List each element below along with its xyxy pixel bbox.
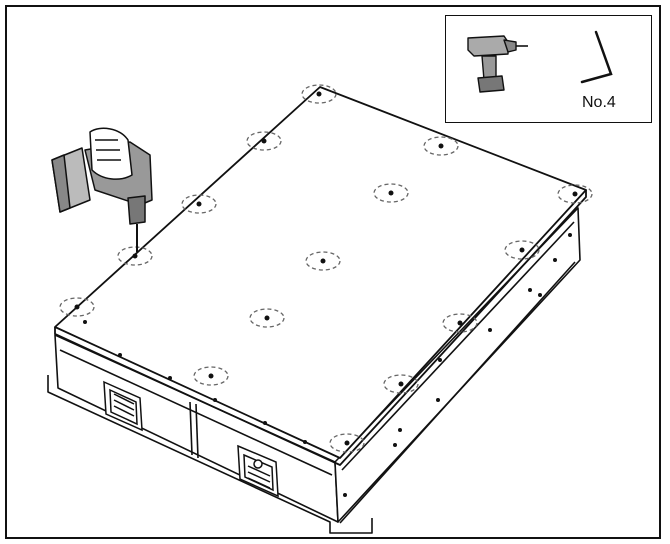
- screw-marker: [246, 131, 282, 151]
- screw-marker: [301, 84, 337, 104]
- screw-marker: [193, 366, 229, 386]
- screw-marker: [557, 184, 593, 204]
- screw-marker: [305, 251, 341, 271]
- edge-fasteners: [83, 233, 572, 497]
- screw-marker: [504, 240, 540, 260]
- tools-svg: [467, 30, 613, 93]
- screw-marker: [249, 308, 285, 328]
- screw-marker: [383, 374, 419, 394]
- screw-marker: [423, 136, 459, 156]
- screw-marker: [59, 297, 95, 317]
- drawer-handle-left: [103, 380, 143, 432]
- screw-marker: [181, 194, 217, 214]
- screw-marker: [373, 183, 409, 203]
- screw-marker: [329, 433, 365, 453]
- screw-marker: [442, 313, 478, 333]
- screw-marker: [117, 246, 153, 266]
- hex-key-size-label: No.4: [582, 94, 616, 111]
- required-tools-box: [445, 15, 652, 123]
- hex-key-icon: [580, 30, 613, 84]
- cordless-drill-icon: [467, 35, 528, 93]
- top-lid: [54, 86, 587, 466]
- illustration-frame: [5, 5, 661, 539]
- screw-heads: [74, 91, 578, 446]
- drawer-handle-right: [237, 444, 279, 498]
- hand-drill-icon: [51, 127, 153, 252]
- screw-markers: [59, 84, 593, 453]
